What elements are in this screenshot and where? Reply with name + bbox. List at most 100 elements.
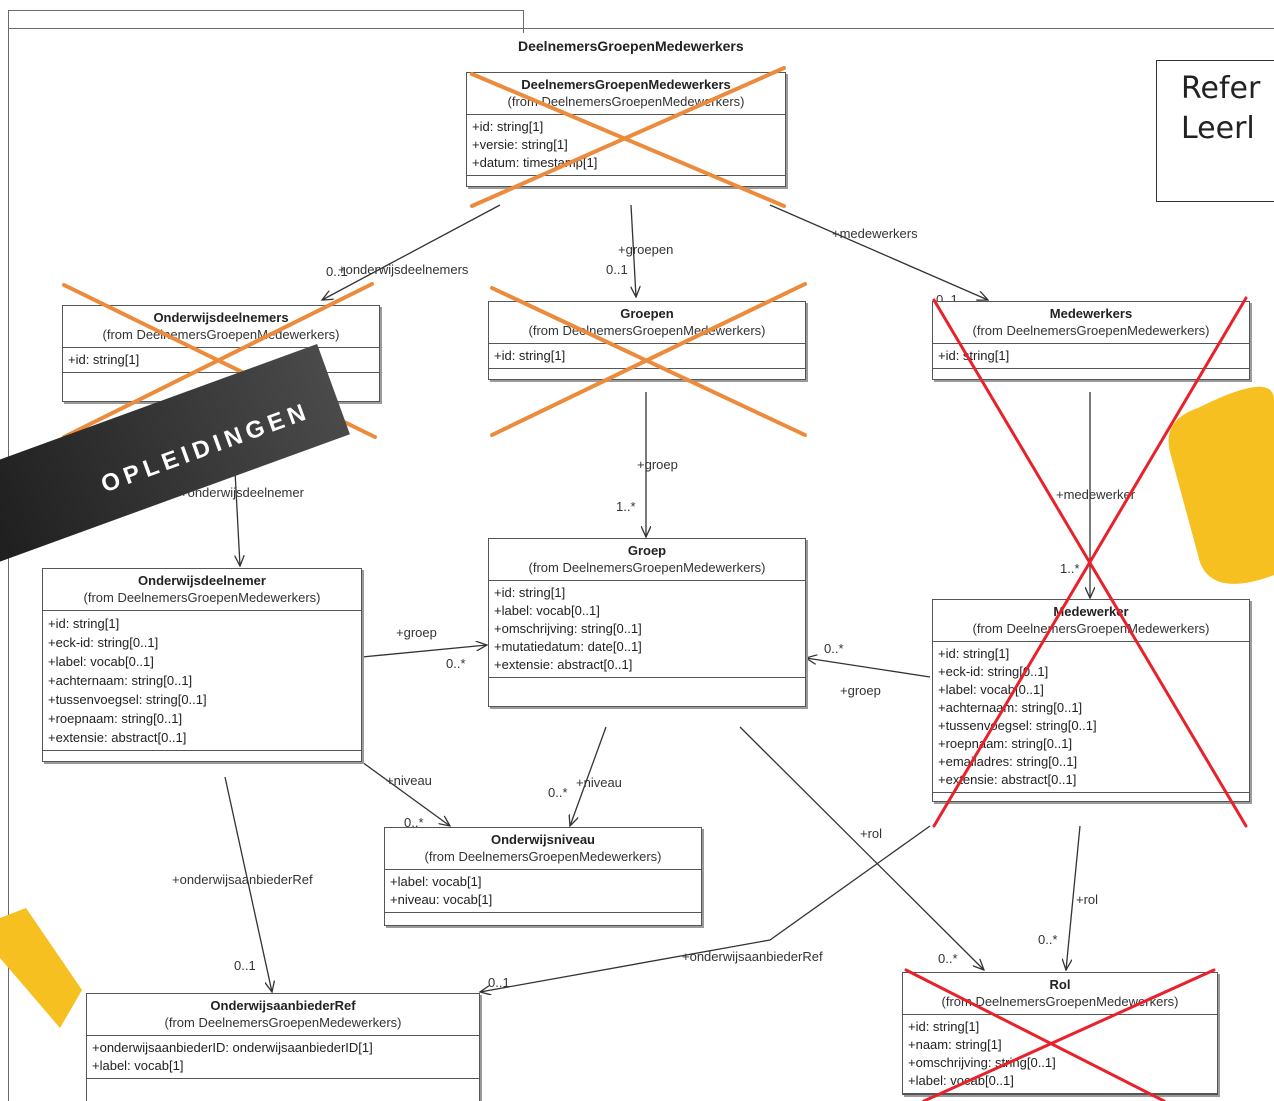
class-from: (from DeelnemersGroepenMedewerkers) [83,590,321,605]
class-groep[interactable]: Groep (from DeelnemersGroepenMedewerkers… [488,538,806,707]
attribute: +id: string[1] [908,1019,980,1034]
attribute: +roepnaam: string[0..1] [938,736,1073,751]
class-from: (from DeelnemersGroepenMedewerkers) [972,323,1210,338]
class-attributes: +id: string[1] +versie: string[1] +datum… [467,115,785,176]
class-attributes: +id: string[1] [933,344,1249,369]
label-groep-mult: 1..* [616,499,636,514]
package-title: DeelnemersGroepenMedewerkers [518,38,744,54]
label-groep-role: +groep [637,457,678,472]
attribute: +mutatiedatum: date[0..1] [494,639,642,654]
class-header: Onderwijsdeelnemer (from DeelnemersGroep… [43,569,361,611]
class-attributes: +id: string[1] +label: vocab[0..1] +omsc… [489,581,805,678]
class-header: DeelnemersGroepenMedewerkers (from Deeln… [467,73,785,115]
attribute: +id: string[1] [938,646,1010,661]
class-attributes: +id: string[1] [63,348,379,373]
class-attributes: +id: string[1] +eck-id: string[0..1] +la… [933,642,1249,793]
assoc-root-groepen [630,204,636,297]
orange-cross-groepen [490,282,807,437]
package-tab [8,10,524,33]
class-header: Rol (from DeelnemersGroepenMedewerkers) [903,973,1217,1015]
red-cross-rol [904,968,1216,1101]
attribute: +label: vocab[0..1] [48,654,154,669]
label-mw-aanbieder-role: +onderwijsaanbiederRef [682,949,823,964]
label-mw-rol-mult: 0..* [1038,932,1058,947]
label-medewerkers-role: +medewerkers [832,226,918,241]
class-header: OnderwijsaanbiederRef (from DeelnemersGr… [87,994,479,1036]
assoc-groep-niveau [570,726,607,826]
label-dn-groep-role: +groep [396,625,437,640]
label-medewerker-mult: 1..* [1060,561,1080,576]
class-from: (from DeelnemersGroepenMedewerkers) [972,621,1210,636]
reference-line-1: Refer [1181,71,1261,106]
class-name: OnderwijsaanbiederRef [210,998,356,1013]
class-header: Medewerkers (from DeelnemersGroepenMedew… [933,302,1249,344]
class-from: (from DeelnemersGroepenMedewerkers) [424,849,662,864]
class-name: Medewerker [1053,604,1129,619]
assoc-deelnemer-niveau [361,761,450,826]
assoc-root-medewerkers [769,204,988,300]
class-onderwijsaanbiederref[interactable]: OnderwijsaanbiederRef (from DeelnemersGr… [86,993,480,1101]
assoc-deelnemer-aanbieder [224,776,272,992]
attribute: +id: string[1] [472,119,544,134]
class-name: Onderwijsniveau [490,832,596,847]
class-onderwijsniveau[interactable]: Onderwijsniveau (from DeelnemersGroepenM… [384,827,702,926]
class-name: Onderwijsdeelnemers [153,310,289,325]
attribute: +extensie: abstract[0..1] [494,657,633,672]
label-mw-groep-role: +groep [840,683,881,698]
orange-cross-root [470,66,786,208]
label-onderwijsdeelnemers-mult: 0..1 [326,264,348,279]
label-dn-aanbieder-mult: 0..1 [234,958,256,973]
attribute: +label: vocab[1] [92,1058,184,1073]
label-deelnemer-role: +onderwijsdeelnemer [180,485,304,500]
class-from: (from DeelnemersGroepenMedewerkers) [164,1015,402,1030]
assoc-root-onderwijsdeelnemers [322,204,501,300]
attribute: +id: string[1] [494,585,566,600]
attribute: +roepnaam: string[0..1] [48,711,183,726]
assoc-groep-rol [739,726,984,970]
attribute: +extensie: abstract[0..1] [938,772,1077,787]
class-onderwijsdeelnemer[interactable]: Onderwijsdeelnemer (from DeelnemersGroep… [42,568,362,762]
attribute: +id: string[1] [48,616,120,631]
assoc-medewerker-groep [806,658,931,678]
attribute: +id: string[1] [938,348,1010,363]
label-onderwijsdeelnemers-role: +onderwijsdeelnemers [338,262,469,277]
label-medewerker-role: +medewerker [1056,487,1136,502]
attribute: +versie: string[1] [472,137,568,152]
class-attributes: +id: string[1] +eck-id: string[0..1] +la… [43,611,361,751]
class-name: Groep [627,543,667,558]
attribute: +omschrijving: string[0..1] [494,621,642,636]
label-mw-groep-mult: 0..* [824,641,844,656]
class-medewerker[interactable]: Medewerker (from DeelnemersGroepenMedewe… [932,599,1250,802]
label-dn-aanbieder-role: +onderwijsaanbiederRef [172,872,313,887]
attribute: +eck-id: string[0..1] [938,664,1049,679]
class-name: DeelnemersGroepenMedewerkers [521,77,731,92]
attribute: +tussenvoegsel: string[0..1] [938,718,1097,733]
attribute: +tussenvoegsel: string[0..1] [48,692,207,707]
class-medewerkers[interactable]: Medewerkers (from DeelnemersGroepenMedew… [932,301,1250,380]
attribute: +onderwijsaanbiederID: onderwijsaanbiede… [92,1040,373,1055]
class-name: Rol [1049,977,1071,992]
label-mw-rol-role: +rol [1076,892,1099,907]
attribute: +extensie: abstract[0..1] [48,730,187,745]
attribute: +id: string[1] [494,348,566,363]
red-cross-medewerkers [932,296,1248,828]
assoc-medewerker-rol [1066,825,1081,970]
class-attributes: +label: vocab[1] +niveau: vocab[1] [385,870,701,913]
attribute: +label: vocab[0..1] [494,603,600,618]
attribute: +label: vocab[0..1] [908,1073,1014,1088]
attribute: +achternaam: string[0..1] [938,700,1083,715]
class-header: Onderwijsniveau (from DeelnemersGroepenM… [385,828,701,870]
class-groepen[interactable]: Groepen (from DeelnemersGroepenMedewerke… [488,301,806,380]
class-from: (from DeelnemersGroepenMedewerkers) [528,560,766,575]
class-from: (from DeelnemersGroepenMedewerkers) [941,994,1179,1009]
label-mw-aanbieder-mult: 0..1 [488,975,510,990]
label-gr-rol-mult: 0..* [938,951,958,966]
label-groepen-mult: 0..1 [606,262,628,277]
class-attributes: +id: string[1] [489,344,805,369]
attribute: +niveau: vocab[1] [390,892,493,907]
class-header: Groep (from DeelnemersGroepenMedewerkers… [489,539,805,581]
class-name: Groepen [620,306,674,321]
class-name: Medewerkers [1049,306,1133,321]
